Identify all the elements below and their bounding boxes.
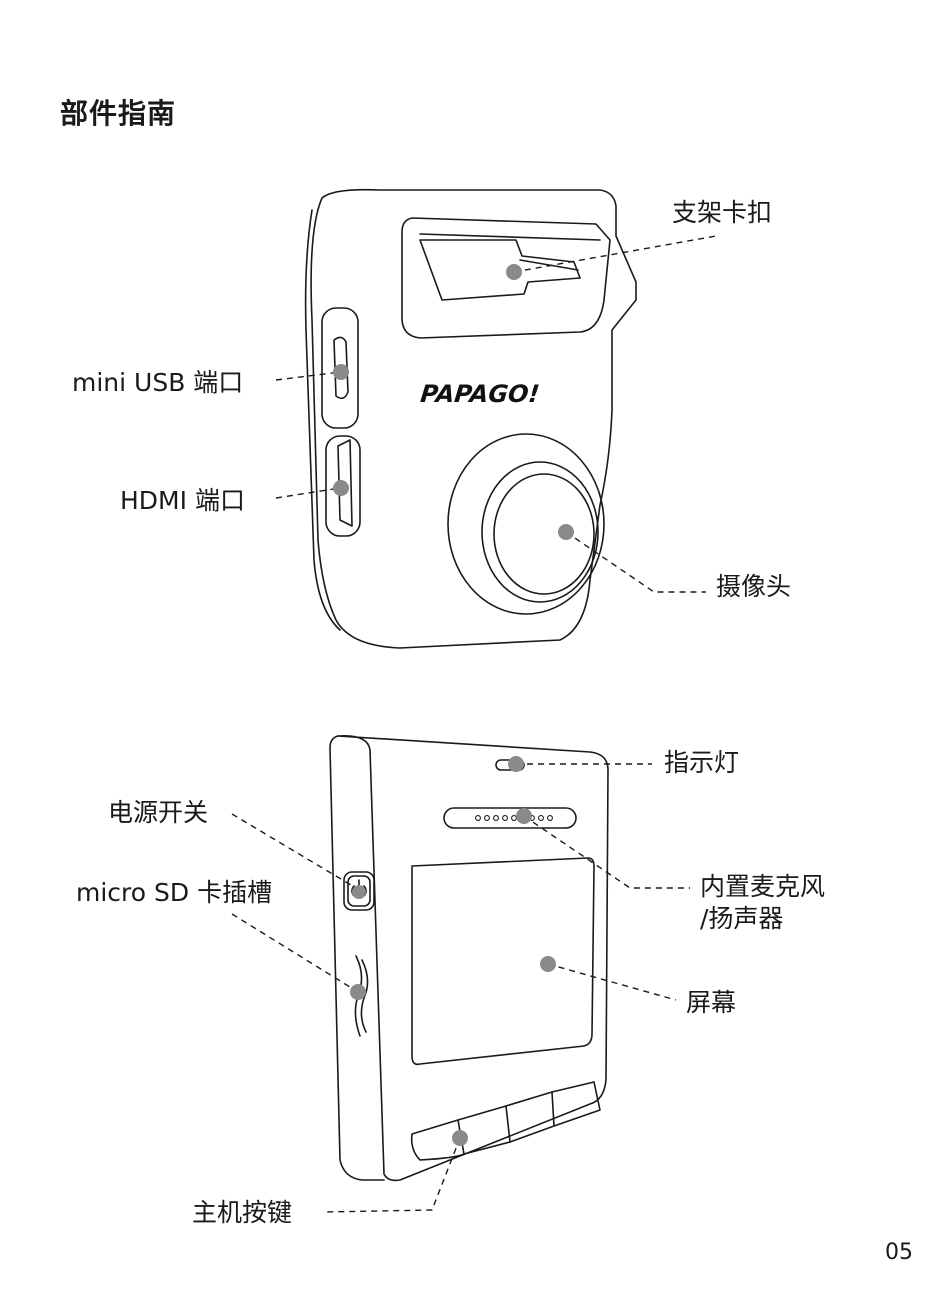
leader-power [231, 813, 357, 889]
label-mic-line1: 内置麦克风 [700, 872, 826, 901]
camera-lens [447, 433, 605, 615]
marker-indicator [508, 756, 524, 772]
marker-hdmi [333, 480, 349, 496]
page-title: 部件指南 [60, 97, 177, 130]
mini-usb-port [321, 307, 359, 429]
label-camera: 摄像头 [716, 572, 792, 601]
front-top-recess [401, 217, 611, 339]
leader-buttons [323, 1137, 461, 1213]
marker-screen [540, 956, 556, 972]
mic-holes [475, 815, 553, 821]
marker-mini-usb [333, 364, 349, 380]
marker-bracket-clip [506, 264, 522, 280]
label-power: 电源开关 [108, 798, 209, 827]
label-screen: 屏幕 [686, 988, 737, 1017]
leader-bracket-clip [513, 235, 717, 273]
label-indicator: 指示灯 [664, 748, 740, 777]
front-recess-ridge [419, 233, 601, 241]
marker-power [352, 885, 366, 899]
label-bracket-clip: 支架卡扣 [672, 198, 773, 227]
label-mic-line2: /扬声器 [700, 904, 784, 933]
leader-micro-sd [231, 913, 359, 993]
front-body-outline [310, 188, 637, 649]
leader-camera [565, 531, 706, 593]
label-micro-sd: micro SD 卡插槽 [76, 878, 273, 907]
marker-micro-sd [350, 984, 366, 1000]
front-view-device: PAPAGO! [304, 188, 637, 649]
back-view-device [329, 734, 609, 1182]
label-buttons: 主机按键 [192, 1198, 293, 1227]
marker-mic [516, 808, 532, 824]
marker-buttons [452, 1130, 468, 1146]
marker-camera [558, 524, 574, 540]
label-hdmi: HDMI 端口 [120, 486, 245, 515]
back-body-outline [337, 734, 609, 1182]
main-buttons-shape [410, 1081, 601, 1161]
page-number: 05 [885, 1240, 913, 1265]
brand-logo: PAPAGO! [419, 380, 541, 408]
mic-grille [443, 807, 577, 829]
hdmi-port [325, 435, 361, 537]
back-side-panel [329, 735, 385, 1181]
label-mini-usb: mini USB 端口 [72, 368, 244, 397]
front-side-edge [304, 209, 341, 631]
screen-panel [411, 857, 595, 1066]
bracket-clip-shape [419, 239, 581, 301]
leader-screen [547, 963, 677, 1001]
leader-hdmi [275, 487, 341, 499]
leader-mic [523, 815, 690, 889]
